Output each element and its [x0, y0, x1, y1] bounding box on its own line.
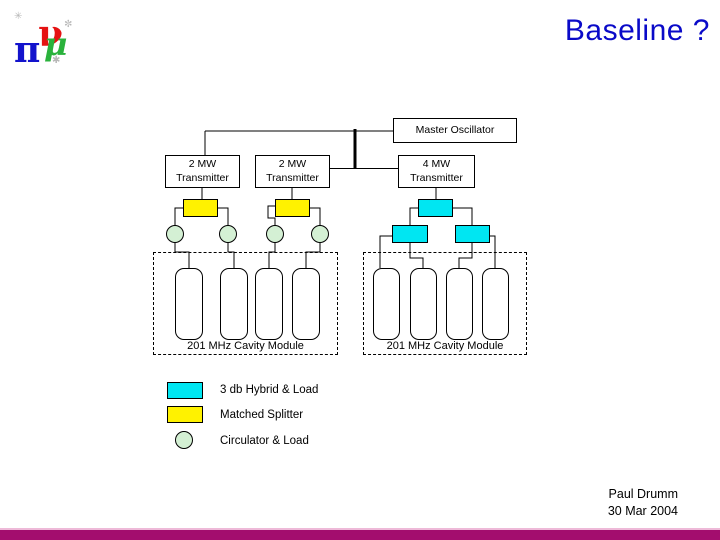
footer: Paul Drumm 30 Mar 2004 [608, 486, 678, 520]
cavity [410, 268, 437, 340]
transmitter-box-2: 2 MW Transmitter [255, 155, 330, 188]
cavity-module-frame-1: 201 MHz Cavity Module [153, 252, 338, 355]
circulator-circle-2 [219, 225, 237, 243]
matched-splitter-box-1 [183, 199, 218, 217]
cavity-module-2-label: 201 MHz Cavity Module [386, 340, 504, 352]
transmitter-1-power: 2 MW [188, 158, 217, 171]
footer-author: Paul Drumm [608, 487, 678, 501]
legend-swatch-splitter [167, 406, 203, 423]
legend-swatch-hybrid [167, 382, 203, 399]
cavity [292, 268, 320, 340]
bottom-accent-band [0, 530, 720, 540]
logo-letter-pi: π [14, 29, 41, 71]
transmitter-box-3: 4 MW Transmitter [398, 155, 475, 188]
circulator-circle-3 [266, 225, 284, 243]
transmitter-3-power: 4 MW [422, 158, 451, 171]
logo-letter-mu: μ [44, 25, 68, 63]
matched-splitter-box-2 [275, 199, 310, 217]
cavity [482, 268, 509, 340]
cavity [373, 268, 400, 340]
legend-label-hybrid: 3 db Hybrid & Load [220, 384, 319, 396]
logo-scribble: ✼ [64, 19, 73, 30]
legend-swatch-circulator [175, 431, 193, 449]
slide-title: Baseline ? [564, 14, 710, 47]
hybrid-box-top [418, 199, 453, 217]
circulator-circle-4 [311, 225, 329, 243]
logo-letter-nu: ν [38, 13, 63, 55]
hybrid-box-left [392, 225, 428, 243]
footer-date: 30 Mar 2004 [607, 504, 678, 518]
transmitter-2-power: 2 MW [278, 158, 307, 171]
logo-scribble: ✱ [52, 55, 61, 66]
hybrid-box-right [455, 225, 490, 243]
master-oscillator-box: Master Oscillator [393, 118, 517, 143]
cavity [220, 268, 248, 340]
cavity [446, 268, 473, 340]
cavity-module-frame-2: 201 MHz Cavity Module [363, 252, 527, 355]
transmitter-box-1: 2 MW Transmitter [165, 155, 240, 188]
bottom-accent-line [0, 528, 720, 530]
cavity [175, 268, 203, 340]
transmitter-2-label: Transmitter [266, 171, 319, 184]
pi-nu-mu-logo: ✳ ✼ ✱ ν π μ [12, 10, 84, 72]
master-oscillator-label: Master Oscillator [415, 123, 495, 136]
cavity-module-1-label: 201 MHz Cavity Module [187, 340, 304, 352]
legend-label-circulator: Circulator & Load [220, 435, 309, 447]
cavity [255, 268, 283, 340]
transmitter-3-label: Transmitter [410, 171, 463, 184]
logo-scribble: ✳ [14, 11, 23, 22]
legend-label-splitter: Matched Splitter [220, 409, 304, 421]
circulator-circle-1 [166, 225, 184, 243]
transmitter-1-label: Transmitter [176, 171, 229, 184]
